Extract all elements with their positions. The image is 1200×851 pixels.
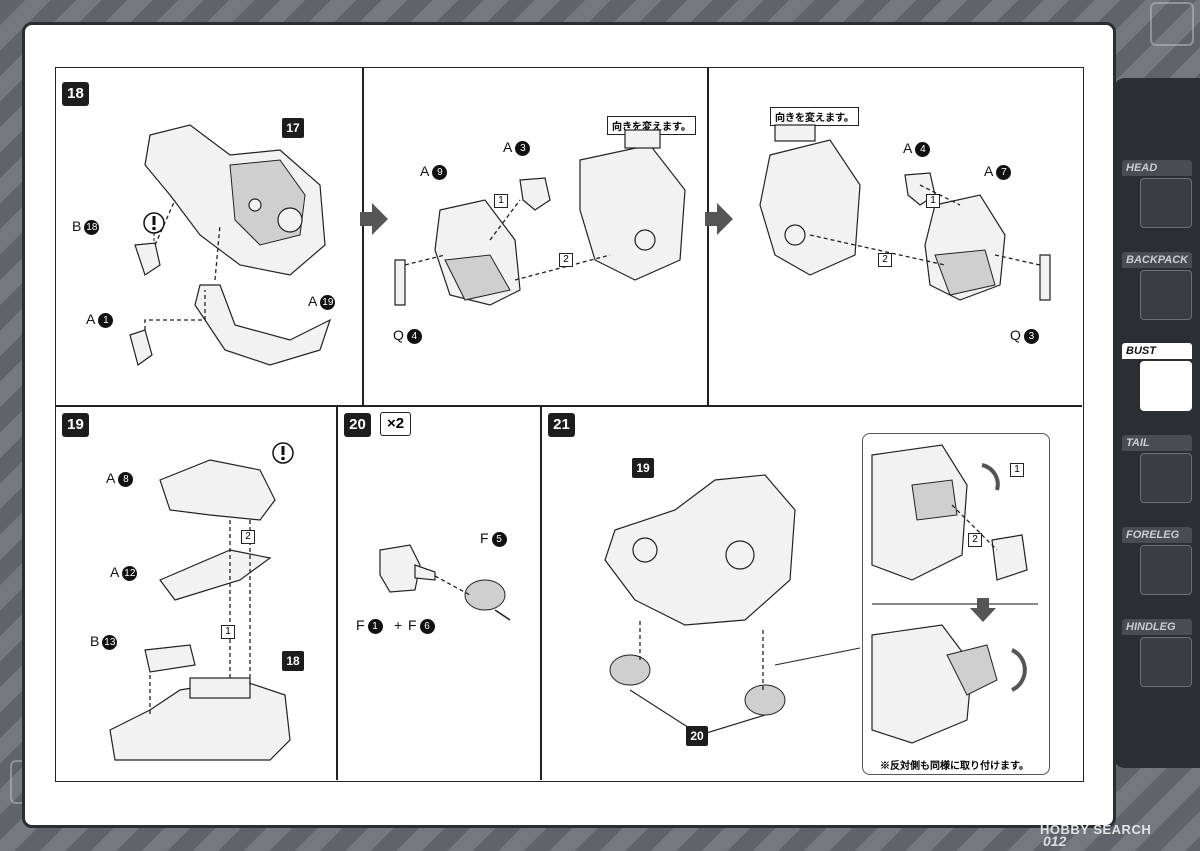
down-arrow-stem <box>977 598 989 608</box>
step-21-number: 21 <box>548 413 575 437</box>
step-19-illustration <box>109 459 291 761</box>
panel-divider <box>540 405 542 780</box>
subassembly-18-tag: 18 <box>282 651 304 671</box>
subassembly-19-tag: 19 <box>632 458 654 478</box>
order-marker: 1 <box>926 194 940 208</box>
sidebar-tab-label: BACKPACK <box>1122 252 1192 268</box>
sidebar-tab-backpack[interactable]: BACKPACK <box>1122 252 1192 320</box>
page-number: 012 <box>1043 833 1067 849</box>
sidebar-tab-tail[interactable]: TAIL <box>1122 435 1192 503</box>
sidebar-tab-label: TAIL <box>1122 435 1192 451</box>
step-19-number: 19 <box>62 413 89 437</box>
order-marker: 2 <box>968 533 982 547</box>
bust-section-icon <box>1140 361 1192 411</box>
step-21-illustration <box>604 474 861 736</box>
inset-top-illustration <box>871 444 1028 581</box>
frame-decoration <box>1150 2 1194 46</box>
plus-sign: + <box>394 617 403 633</box>
sidebar-tab-label: FORELEG <box>1122 527 1192 543</box>
flow-arrow-icon <box>717 203 733 235</box>
opposite-side-note: ※反対側も同様に取り付けます。 <box>880 761 1029 772</box>
panel-divider <box>55 405 1082 407</box>
step-18-number: 18 <box>62 82 89 106</box>
turn-direction-note: 向きを変えます。 <box>770 107 859 126</box>
step-18-right-illustration <box>759 124 1051 301</box>
panel-divider <box>362 67 364 405</box>
watermark: HOBBY SEARCH <box>1040 822 1152 837</box>
order-marker: 2 <box>559 253 573 267</box>
flow-arrow-stem <box>360 212 372 226</box>
repeat-count-badge: ×2 <box>380 412 412 436</box>
step-20-illustration <box>379 544 511 621</box>
panel-divider <box>707 67 709 405</box>
order-marker: 1 <box>1010 463 1024 477</box>
order-marker: 2 <box>878 253 892 267</box>
hindleg-section-icon <box>1140 637 1192 687</box>
subassembly-17-tag: 17 <box>282 118 304 138</box>
head-section-icon <box>1140 178 1192 228</box>
down-arrow-icon <box>970 608 996 622</box>
order-marker: 1 <box>494 194 508 208</box>
flow-arrow-icon <box>372 203 388 235</box>
caution-icon <box>143 212 165 243</box>
sidebar-tab-hindleg[interactable]: HINDLEG <box>1122 619 1192 687</box>
order-marker: 1 <box>221 625 235 639</box>
subassembly-20-tag: 20 <box>686 726 708 746</box>
step-18-illustration <box>129 124 332 366</box>
sidebar-tab-bust[interactable]: BUST <box>1122 343 1192 411</box>
caution-icon <box>272 442 294 464</box>
panel-divider <box>336 405 338 780</box>
sidebar-tab-label: HEAD <box>1122 160 1192 176</box>
sidebar-tab-head[interactable]: HEAD <box>1122 160 1192 228</box>
foreleg-section-icon <box>1140 545 1192 595</box>
sidebar-tab-label: BUST <box>1122 343 1192 359</box>
flow-arrow-stem <box>705 212 717 226</box>
inset-divider <box>872 603 1038 605</box>
order-marker: 2 <box>241 530 255 544</box>
step-20-number: 20 <box>344 413 371 437</box>
step-18-middle-illustration <box>394 129 686 306</box>
sidebar-tab-label: HINDLEG <box>1122 619 1192 635</box>
tail-section-icon <box>1140 453 1192 503</box>
backpack-section-icon <box>1140 270 1192 320</box>
sidebar-tab-foreleg[interactable]: FORELEG <box>1122 527 1192 595</box>
inset-bottom-illustration <box>871 624 1027 744</box>
